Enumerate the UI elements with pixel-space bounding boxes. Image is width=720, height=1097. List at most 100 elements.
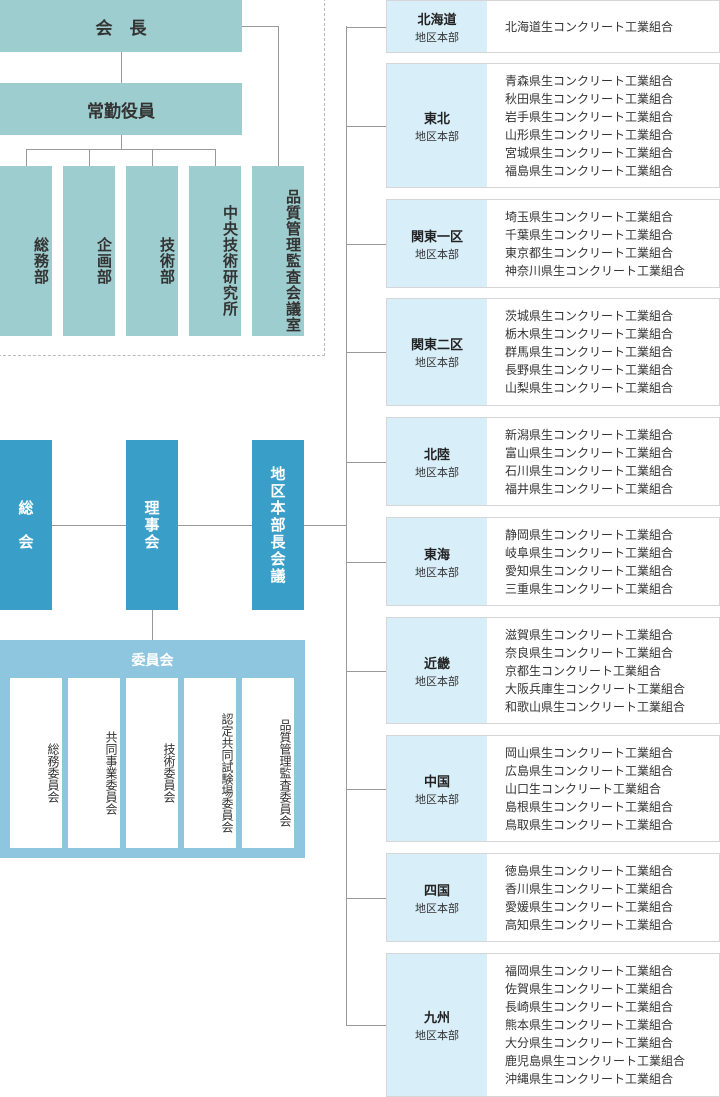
region-members: 滋賀県生コンクリート工業組合奈良県生コンクリート工業組合京都生コンクリート工業組… (487, 618, 719, 723)
region-subtitle: 地区本部 (415, 129, 459, 143)
region-members: 北海道生コンクリート工業組合 (487, 1, 719, 52)
committee-joint-business: 共同事業委員会 (68, 678, 120, 848)
connector (121, 52, 122, 83)
region-name-cell: 北海道地区本部 (387, 1, 487, 52)
region-row: 四国地区本部徳島県生コンクリート工業組合香川県生コンクリート工業組合愛媛県生コン… (386, 853, 720, 942)
region-branch-line (346, 244, 386, 245)
region-subtitle: 地区本部 (415, 792, 459, 806)
member-association: 北海道生コンクリート工業組合 (505, 19, 674, 34)
member-association: 宮城県生コンクリート工業組合 (505, 145, 674, 160)
member-association: 茨城県生コンクリート工業組合 (505, 309, 674, 323)
region-name-cell: 関東二区地区本部 (387, 299, 487, 405)
connector (152, 149, 153, 166)
member-association: 佐賀県生コンクリート工業組合 (505, 982, 674, 996)
region-subtitle: 地区本部 (415, 30, 459, 44)
committees-panel: 委員会 総務委員会 共同事業委員会 技術委員会 認定共同試験場委員会 品質管理監… (0, 640, 305, 858)
connector (215, 149, 216, 166)
connector (304, 525, 346, 526)
member-association: 和歌山県生コンクリート工業組合 (505, 699, 686, 714)
dept-research-institute: 中央技術研究所 (189, 166, 241, 336)
member-association: 群馬県生コンクリート工業組合 (505, 345, 674, 359)
member-association: 滋賀県生コンクリート工業組合 (505, 627, 674, 642)
quality-audit-office: 品質管理監査会議室 (252, 166, 304, 336)
member-association: 秋田県生コンクリート工業組合 (505, 91, 674, 106)
member-association: 徳島県生コンクリート工業組合 (505, 863, 674, 878)
region-title: 近畿 (423, 656, 450, 672)
region-title: 東北 (423, 111, 450, 127)
member-association: 石川県生コンクリート工業組合 (505, 463, 674, 478)
region-subtitle: 地区本部 (415, 465, 459, 479)
region-subtitle: 地区本部 (415, 674, 459, 688)
member-association: 岐阜県生コンクリート工業組合 (505, 545, 674, 560)
connector (26, 149, 27, 166)
region-branch-line (346, 562, 386, 563)
region-name-cell: 関東一区地区本部 (387, 200, 487, 287)
member-association: 神奈川県生コンクリート工業組合 (505, 263, 686, 278)
region-branch-line (346, 1025, 386, 1026)
region-row: 東北地区本部 青森県生コンクリート工業組合秋田県生コンクリート工業組合岩手県生コン… (386, 63, 720, 188)
connector (89, 149, 90, 166)
committee-technical: 技術委員会 (126, 678, 178, 848)
general-meeting-box: 総 会 (0, 440, 52, 610)
connector (178, 525, 252, 526)
region-name-cell: 九州地区本部 (387, 954, 487, 1096)
region-members: 新潟県生コンクリート工業組合富山県生コンクリート工業組合石川県生コンクリート工業… (487, 418, 719, 505)
secretariat-frame (0, 0, 325, 356)
region-members: 静岡県生コンクリート工業組合岐阜県生コンクリート工業組合愛知県生コンクリート工業… (487, 518, 719, 605)
member-association: 広島県生コンクリート工業組合 (505, 763, 674, 778)
member-association: 鳥取県生コンクリート工業組合 (505, 817, 674, 832)
region-row: 九州地区本部福岡県生コンクリート工業組合佐賀県生コンクリート工業組合長崎県生コン… (386, 953, 720, 1097)
connector (152, 610, 153, 640)
member-association: 青森県生コンクリート工業組合 (505, 73, 674, 88)
region-row: 北陸地区本部新潟県生コンクリート工業組合富山県生コンクリート工業組合石川県生コン… (386, 417, 720, 506)
member-association: 三重県生コンクリート工業組合 (505, 581, 674, 596)
region-name-cell: 北陸地区本部 (387, 418, 487, 505)
member-association: 鹿児島県生コンクリート工業組合 (505, 1054, 686, 1068)
member-association: 大阪兵庫生コンクリート工業組合 (505, 681, 686, 696)
region-title: 東海 (423, 547, 450, 563)
region-branch-line (346, 898, 386, 899)
member-association: 沖縄県生コンクリート工業組合 (505, 1072, 674, 1086)
region-row: 関東二区地区本部 茨城県生コンクリート工業組合栃木県生コンクリート工業組合群馬県生… (386, 298, 720, 406)
member-association: 奈良県生コンクリート工業組合 (505, 645, 674, 660)
member-association: 熊本県生コンクリート工業組合 (505, 1018, 674, 1032)
region-branch-line (346, 789, 386, 790)
connector (26, 149, 216, 150)
member-association: 静岡県生コンクリート工業組合 (505, 527, 674, 542)
member-association: 新潟県生コンクリート工業組合 (505, 427, 674, 442)
member-association: 栃木県生コンクリート工業組合 (505, 327, 674, 341)
region-row: 東海地区本部静岡県生コンクリート工業組合岐阜県生コンクリート工業組合愛知県生コン… (386, 517, 720, 606)
chairman-box: 会 長 (0, 0, 242, 52)
region-row: 北海道地区本部 北海道生コンクリート工業組合 (386, 0, 720, 53)
executives-box: 常勤役員 (0, 83, 242, 135)
committee-certified-test-lab: 認定共同試験場委員会 (184, 678, 236, 848)
member-association: 大分県生コンクリート工業組合 (505, 1036, 674, 1050)
connector (278, 26, 279, 166)
member-association: 岡山県生コンクリート工業組合 (505, 745, 674, 760)
member-association: 愛知県生コンクリート工業組合 (505, 563, 674, 578)
region-branch-line (346, 27, 386, 28)
region-branch-line (346, 126, 386, 127)
region-branch-line (346, 462, 386, 463)
member-association: 岩手県生コンクリート工業組合 (505, 109, 674, 124)
connector (121, 135, 122, 149)
region-branch-line (346, 352, 386, 353)
region-name-cell: 近畿地区本部 (387, 618, 487, 723)
region-row: 中国地区本部 岡山県生コンクリート工業組合広島県生コンクリート工業組合山口生コンク… (386, 735, 720, 842)
region-name-cell: 中国地区本部 (387, 736, 487, 841)
region-title: 九州 (423, 1011, 450, 1026)
region-title: 北陸 (423, 447, 450, 463)
region-subtitle: 地区本部 (415, 247, 459, 261)
connector (242, 26, 278, 27)
region-title: 北海道 (417, 12, 457, 28)
region-title: 中国 (423, 774, 450, 790)
region-title: 関東一区 (410, 229, 463, 245)
region-name-cell: 四国地区本部 (387, 854, 487, 941)
member-association: 富山県生コンクリート工業組合 (505, 445, 674, 460)
member-association: 千葉県生コンクリート工業組合 (505, 227, 674, 242)
board-box: 理事会 (126, 440, 178, 610)
region-subtitle: 地区本部 (415, 1029, 459, 1042)
region-row: 近畿地区本部滋賀県生コンクリート工業組合奈良県生コンクリート工業組合京都生コンク… (386, 617, 720, 724)
member-association: 山口生コンクリート工業組合 (505, 781, 662, 796)
member-association: 愛媛県生コンクリート工業組合 (505, 899, 674, 914)
